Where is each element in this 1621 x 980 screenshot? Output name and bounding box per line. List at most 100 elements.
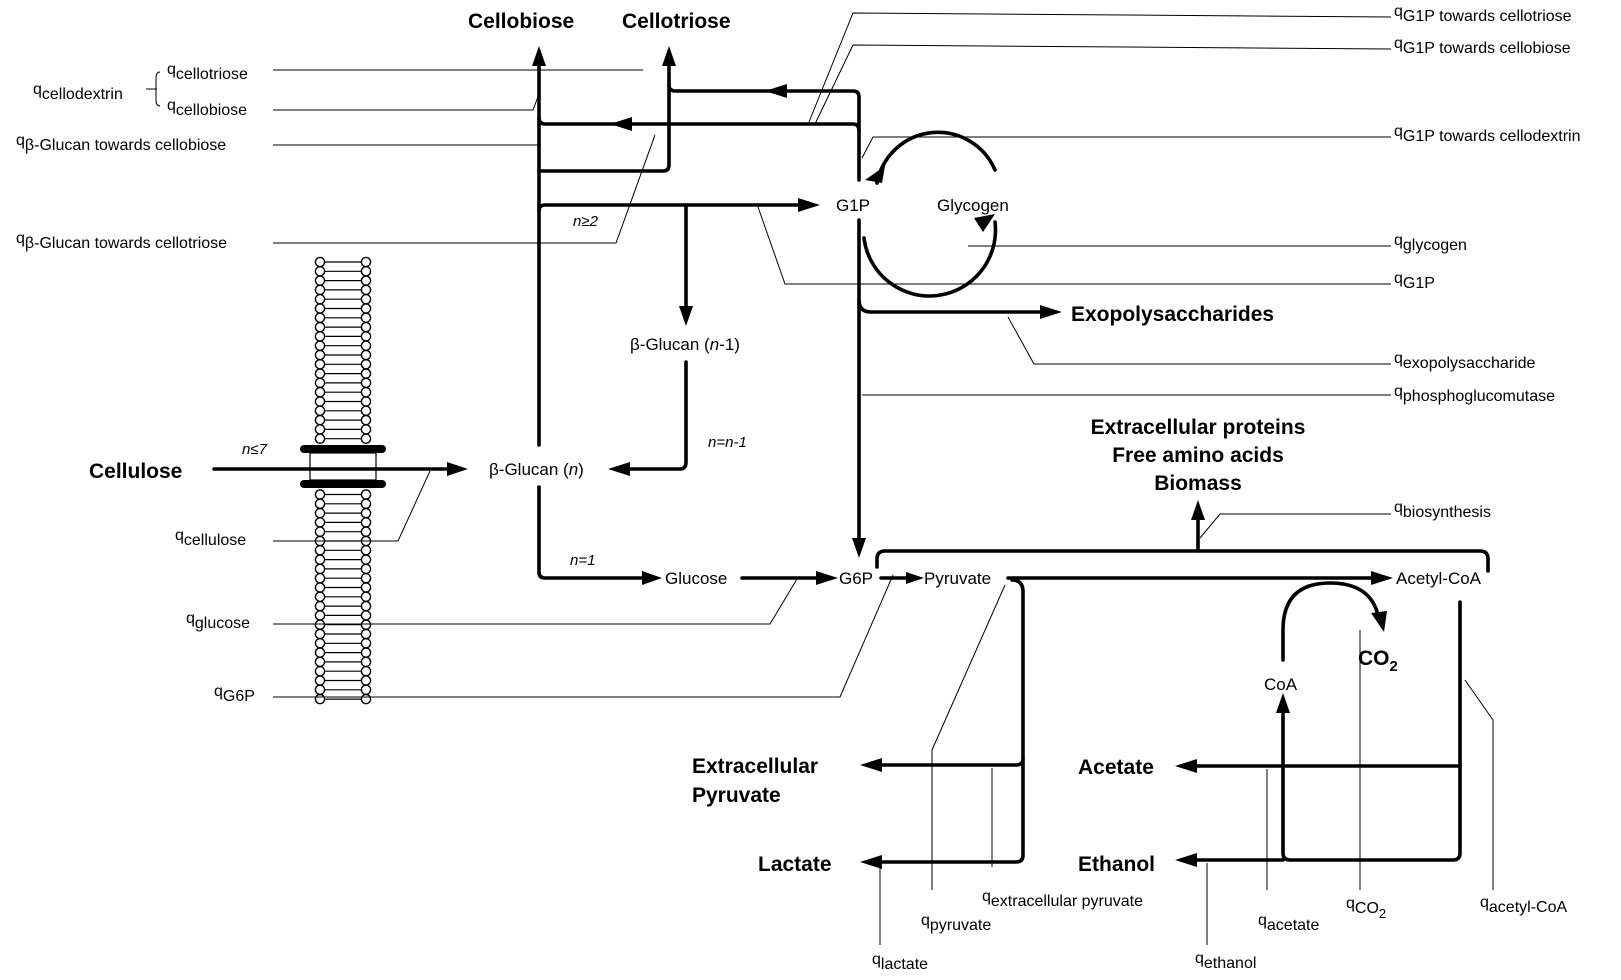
- lipid-head: [361, 369, 370, 378]
- lipid-head: [315, 425, 324, 434]
- acetyl-coa-arrowhead: [1371, 571, 1393, 585]
- lipid-head: [361, 592, 370, 601]
- g1p-to-glycogen-arc: [877, 132, 995, 183]
- lipid-head: [315, 323, 324, 332]
- extracellular-pyruvate-label-line2: Pyruvate: [692, 784, 781, 807]
- g1p-to-cellotriose-line: [785, 91, 859, 180]
- beta-glucan-to-g1p-line: [539, 205, 800, 211]
- g1p-cellotriose-leader: [809, 13, 1391, 122]
- extracellular-pyruvate-arrowhead: [860, 758, 882, 772]
- lipid-head: [315, 276, 324, 285]
- lipid-head: [315, 490, 324, 499]
- glucose-label: Glucose: [665, 569, 727, 588]
- glycogen-return-arrowhead: [865, 166, 885, 183]
- lipid-head: [315, 341, 324, 350]
- lipid-head: [361, 629, 370, 638]
- lipid-head: [361, 378, 370, 387]
- q-glycogen-label: qglycogen: [1394, 232, 1467, 254]
- lipid-head: [361, 620, 370, 629]
- q-acetate-label: qacetate: [1258, 912, 1319, 934]
- lipid-head: [361, 527, 370, 536]
- glucose-arrowhead: [642, 571, 662, 585]
- acetyl-coa-leader: [1465, 680, 1493, 890]
- lipid-head: [315, 295, 324, 304]
- lactate-arrowhead: [860, 855, 882, 869]
- cellulose-label: Cellulose: [89, 460, 182, 483]
- acetate-label: Acetate: [1078, 756, 1154, 779]
- lipid-head: [361, 341, 370, 350]
- lipid-head: [315, 546, 324, 555]
- lipid-head: [361, 416, 370, 425]
- lipid-head: [361, 574, 370, 583]
- lipid-head: [315, 369, 324, 378]
- lipid-head: [361, 304, 370, 313]
- cellobiose-arrowhead: [532, 46, 546, 66]
- biomass-label: Biomass: [1154, 472, 1242, 495]
- g1p-cellobiose-join: [539, 118, 620, 124]
- transporter-protein: [300, 480, 386, 488]
- lipid-head: [315, 378, 324, 387]
- q-phosphoglucomutase-label: qphosphoglucomutase: [1394, 383, 1555, 405]
- g6p-label: G6P: [839, 569, 873, 588]
- lipid-head: [315, 527, 324, 536]
- q-exopolysaccharide-label: qexopolysaccharide: [1394, 350, 1536, 372]
- q-acetyl-coa-label: qacetyl-CoA: [1480, 894, 1567, 916]
- lipid-head: [315, 620, 324, 629]
- g1p-label: G1P: [836, 196, 870, 215]
- cellodextrin-brace: [146, 72, 160, 106]
- q-g1p-cellobiose-label: qG1P towards cellobiose: [1394, 35, 1571, 57]
- pyruvate-to-lactate-line: [880, 580, 1023, 862]
- recycle-arrowhead: [608, 462, 630, 476]
- lipid-head: [315, 648, 324, 657]
- lipid-head: [361, 397, 370, 406]
- g1p-to-cellobiose-line: [630, 124, 859, 131]
- phosphoglucomutase-arrowhead: [852, 538, 866, 558]
- cellotriose-label: Cellotriose: [622, 10, 731, 33]
- glycogen-arrowhead: [974, 214, 995, 232]
- lipid-head: [315, 397, 324, 406]
- q-g1p-cellodextrin-label: qG1P towards cellodextrin: [1394, 123, 1580, 145]
- pyruvate-label: Pyruvate: [924, 569, 991, 588]
- lipid-head: [361, 648, 370, 657]
- q-biosynthesis-label: qbiosynthesis: [1394, 499, 1491, 521]
- q-pyruvate-label: qpyruvate: [921, 912, 991, 934]
- lipid-head: [315, 611, 324, 620]
- lipid-head: [315, 639, 324, 648]
- q-co2-label: qCO2: [1346, 895, 1386, 921]
- lipid-head: [315, 583, 324, 592]
- extracellular-proteins-label: Extracellular proteins: [1091, 416, 1306, 439]
- co2-arrowhead: [1371, 611, 1387, 632]
- coa-label: CoA: [1264, 675, 1298, 694]
- lipid-head: [315, 313, 324, 322]
- cellobiose-leader: [273, 94, 539, 110]
- cellulose-uptake-arrowhead: [447, 462, 468, 476]
- pyruvate-to-extracellular-line: [880, 759, 1023, 765]
- glycogen-to-g1p-arc: [864, 222, 995, 296]
- lipid-head: [315, 629, 324, 638]
- g1p-cellobiose-leader: [815, 45, 1391, 124]
- q-g1p-label: qG1P: [1394, 270, 1435, 292]
- labels: Cellobiose Cellotriose Exopolysaccharide…: [16, 3, 1580, 973]
- ethanol-arrowhead: [1175, 853, 1197, 867]
- lipid-head: [361, 323, 370, 332]
- lipid-head: [315, 257, 324, 266]
- q-bglucan-cellotriose-label: qβ-Glucan towards cellotriose: [16, 230, 227, 252]
- lipid-head: [361, 490, 370, 499]
- lipid-head: [315, 667, 324, 676]
- cellotriose-branch-line: [539, 62, 669, 171]
- lipid-head: [315, 574, 324, 583]
- exopolysaccharides-label: Exopolysaccharides: [1071, 303, 1274, 326]
- lipid-head: [315, 360, 324, 369]
- lipid-head: [315, 267, 324, 276]
- lipid-head: [361, 388, 370, 397]
- beta-glucan-n-label: β-Glucan (n): [489, 460, 584, 479]
- extracellular-pyruvate-label-line1: Extracellular: [692, 755, 818, 778]
- g1p-cellotriose-join: [669, 85, 775, 91]
- q-bglucan-cellobiose-label: qβ-Glucan towards cellobiose: [16, 132, 226, 154]
- cellotriose-arrowhead: [662, 46, 676, 66]
- lipid-head: [361, 518, 370, 527]
- lipid-head: [361, 313, 370, 322]
- n1-to-n-recycle-line: [630, 362, 686, 469]
- lipid-head: [361, 267, 370, 276]
